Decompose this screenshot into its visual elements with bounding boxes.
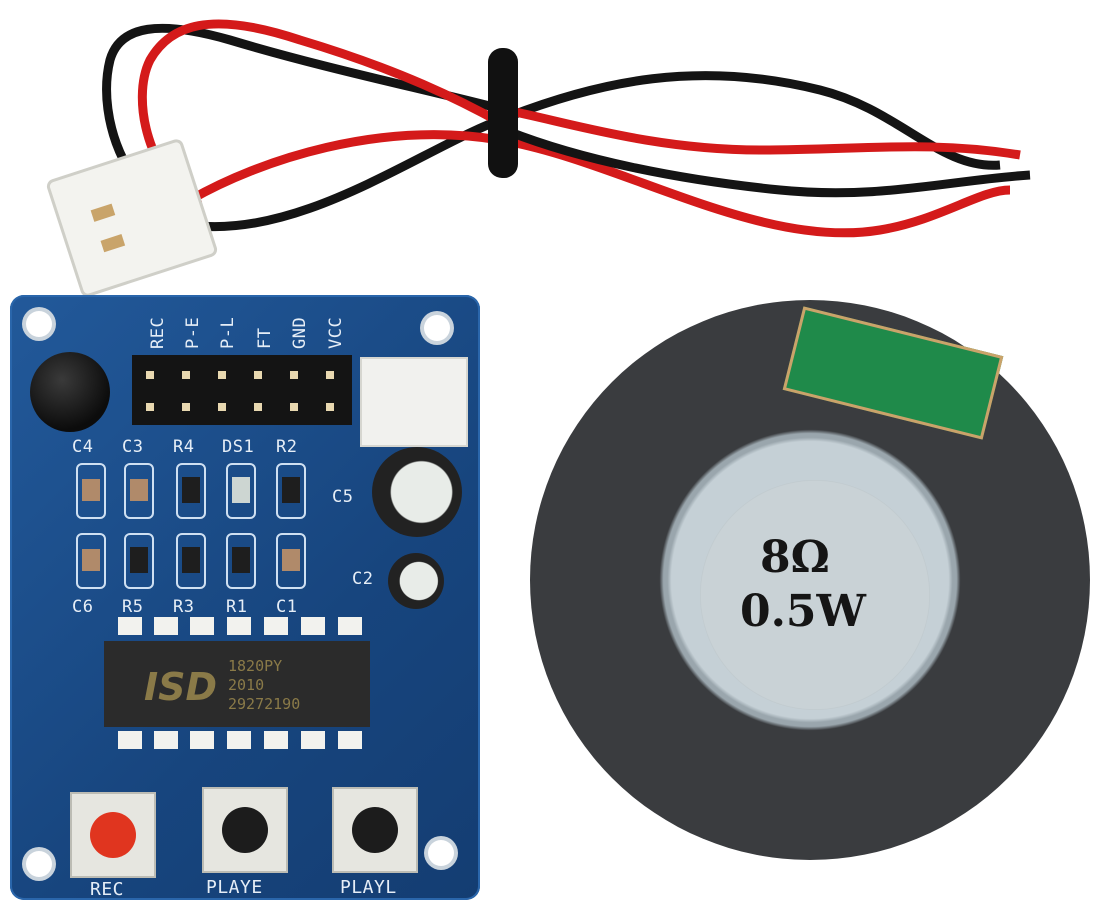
- chip-brand: ISD: [144, 665, 218, 709]
- capacitor-c5: [372, 447, 462, 537]
- label-playl-button: PLAYL: [340, 877, 397, 898]
- header-label-gnd: GND: [290, 316, 310, 349]
- mounting-hole: [26, 311, 52, 337]
- isd1820-module-board: REC P-E P-L FT GND VCC C4 C3 R4 DS1 R2 C…: [10, 295, 480, 900]
- label-r4: R4: [173, 437, 195, 457]
- speaker-cable: [46, 19, 1031, 297]
- label-r3: R3: [173, 597, 195, 617]
- header-label-vcc: VCC: [326, 316, 346, 349]
- mounting-hole: [26, 851, 52, 877]
- label-c4: C4: [72, 437, 94, 457]
- jst-plug: [46, 139, 218, 297]
- pin-header: [132, 355, 352, 425]
- label-playe-button: PLAYE: [206, 877, 263, 898]
- header-label-ft: FT: [255, 327, 275, 349]
- header-label-pl: P-L: [218, 316, 238, 349]
- label-c3: C3: [122, 437, 144, 457]
- play-level-button[interactable]: [332, 787, 418, 873]
- play-edge-button[interactable]: [202, 787, 288, 873]
- label-c2: C2: [352, 569, 374, 589]
- speaker-magnet-cap: 8Ω 0.5W: [700, 480, 930, 710]
- speaker-power: 0.5W: [740, 586, 866, 637]
- speaker-impedance: 8Ω: [760, 532, 830, 583]
- mounting-hole: [424, 315, 450, 341]
- label-c1: C1: [276, 597, 298, 617]
- header-label-pe: P-E: [183, 316, 203, 349]
- microphone: [30, 352, 110, 432]
- capacitor-c2: [388, 553, 444, 609]
- mounting-hole: [428, 840, 454, 866]
- label-r2: R2: [276, 437, 298, 457]
- label-c5: C5: [332, 487, 354, 507]
- rec-button[interactable]: [70, 792, 156, 878]
- label-r1: R1: [226, 597, 248, 617]
- header-label-rec: REC: [148, 316, 168, 349]
- label-r5: R5: [122, 597, 144, 617]
- label-c6: C6: [72, 597, 94, 617]
- label-ds1: DS1: [222, 437, 255, 457]
- speaker-jst-socket: [360, 357, 468, 447]
- label-rec-button: REC: [90, 879, 125, 900]
